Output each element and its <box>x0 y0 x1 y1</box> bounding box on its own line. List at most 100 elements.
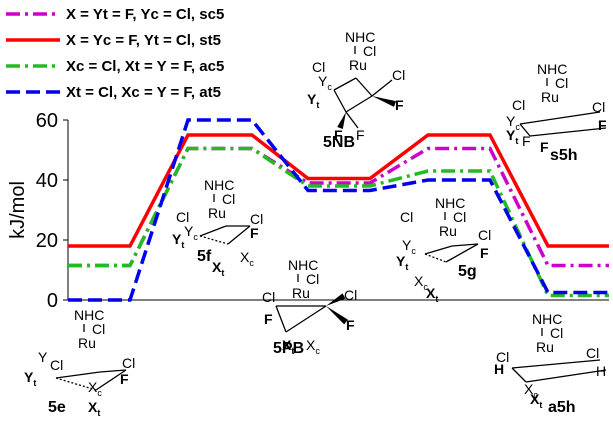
cl-left-5nb: Cl <box>312 59 325 75</box>
f-right-5pb: F <box>346 317 355 333</box>
cl-right-5e: Cl <box>122 355 135 371</box>
ruthenium-label-5g: Ru <box>439 223 457 239</box>
cl-left-5g: Cl <box>400 209 413 225</box>
y-tick-label: 20 <box>36 230 58 252</box>
nhc-label-5pb: NHC <box>288 257 318 273</box>
bond <box>199 225 227 237</box>
wedge-bond <box>326 293 346 306</box>
bond <box>424 245 453 255</box>
bond <box>95 369 127 391</box>
legend-label-3: Xt = Cl, Xc = Y = F, at5 <box>66 84 221 101</box>
structure-label-s5h: s5h <box>550 147 578 164</box>
chloride-label-5e: Cl <box>92 321 105 337</box>
y-5e: Y <box>38 349 48 365</box>
y-tick-label: 40 <box>36 170 58 192</box>
ruthenium-label-a5h: Ru <box>536 339 554 355</box>
xt-5e: Xt <box>88 399 100 418</box>
cl-right-5g: Cl <box>478 227 491 243</box>
bond <box>99 369 127 373</box>
y-tick-label: 0 <box>47 290 58 312</box>
hashed-bond <box>424 253 447 263</box>
bond <box>529 127 607 137</box>
structure-label-5g: 5g <box>458 263 477 280</box>
f-bottom2-5nb: F <box>356 127 365 143</box>
yt-5g: Yt <box>396 253 408 272</box>
f-bottom1-5nb: F <box>334 127 343 143</box>
bond <box>519 123 531 137</box>
f-right-5f: F <box>250 225 259 241</box>
cl-right-5f: Cl <box>250 211 263 227</box>
bond <box>511 367 527 383</box>
ruthenium-label-5pb: Ru <box>292 285 310 301</box>
cl-right-5nb: Cl <box>392 67 405 83</box>
f-bottom2-s5h: F <box>540 139 549 155</box>
cl-left-s5h: Cl <box>512 97 525 113</box>
cl-right-5pb: Cl <box>344 287 357 303</box>
nhc-label-5e: NHC <box>74 307 104 323</box>
bond <box>285 305 327 333</box>
bond <box>511 359 601 369</box>
bond <box>345 95 373 113</box>
legend-label-0: X = Yt = F, Yc = Cl, sc5 <box>66 6 224 23</box>
h-left-a5h: H <box>494 361 504 377</box>
cl-left-5f: Cl <box>176 209 189 225</box>
bond <box>355 77 373 97</box>
bond <box>525 369 607 383</box>
bond <box>275 305 287 333</box>
bond <box>333 89 347 113</box>
bond <box>345 111 359 129</box>
series-layer <box>68 118 609 302</box>
hashed-bond <box>55 377 97 391</box>
ruthenium-label-5f: Ru <box>208 205 226 221</box>
nhc-label-5nb: NHC <box>345 29 375 45</box>
f-right-5nb: F <box>395 97 404 113</box>
f-right-5e: F <box>120 371 129 387</box>
f-right-s5h: F <box>598 117 607 133</box>
wedge-bond <box>372 96 396 107</box>
ruthenium-label-5nb: Ru <box>349 57 367 73</box>
series-line-3 <box>68 118 609 302</box>
structure-label-5PB: 5PB <box>273 340 304 357</box>
chloride-label-5g: Cl <box>453 209 466 225</box>
structure-label-5f: 5f <box>197 248 212 265</box>
f-bottom-s5h: F <box>522 133 531 149</box>
nhc-label-5f: NHC <box>204 177 234 193</box>
xc-5pb: Xc <box>306 337 320 356</box>
yt-5nb: Yt <box>307 91 319 110</box>
bond <box>333 77 357 91</box>
xt-5pb: Xt <box>282 337 294 356</box>
yc-5nb: Yc <box>318 73 332 92</box>
legend-label-1: X = Yc = F, Yt = Cl, st5 <box>66 32 221 49</box>
yc-5f: Yc <box>184 223 198 242</box>
wedge-bond <box>326 306 348 325</box>
chloride-label-a5h: Cl <box>550 325 563 341</box>
xc-5e: Xc <box>88 379 102 398</box>
chloride-label-5pb: Cl <box>306 271 319 287</box>
structure-label-5e: 5e <box>48 399 66 416</box>
hashed-bond <box>199 235 229 245</box>
ruthenium-label-s5h: Ru <box>541 89 559 105</box>
xt-5g: Xt <box>426 285 438 304</box>
xt-a5h: Xt <box>530 391 542 410</box>
ruthenium-label-5e: Ru <box>78 335 96 351</box>
cl-right-s5h: Cl <box>592 99 605 115</box>
nhc-label-s5h: NHC <box>537 61 567 77</box>
series-line-1 <box>68 133 609 248</box>
chloride-label-5f: Cl <box>222 191 235 207</box>
y-tick-label: 60 <box>36 110 58 132</box>
cl-left-5e: Cl <box>50 357 63 373</box>
f-left-5pb: F <box>264 311 273 327</box>
bond <box>519 111 601 125</box>
bond <box>445 243 479 263</box>
wedge-bond <box>337 112 346 130</box>
bond <box>55 371 101 379</box>
structure-label-a5h: a5h <box>548 399 576 416</box>
f-right-5g: F <box>480 245 489 261</box>
